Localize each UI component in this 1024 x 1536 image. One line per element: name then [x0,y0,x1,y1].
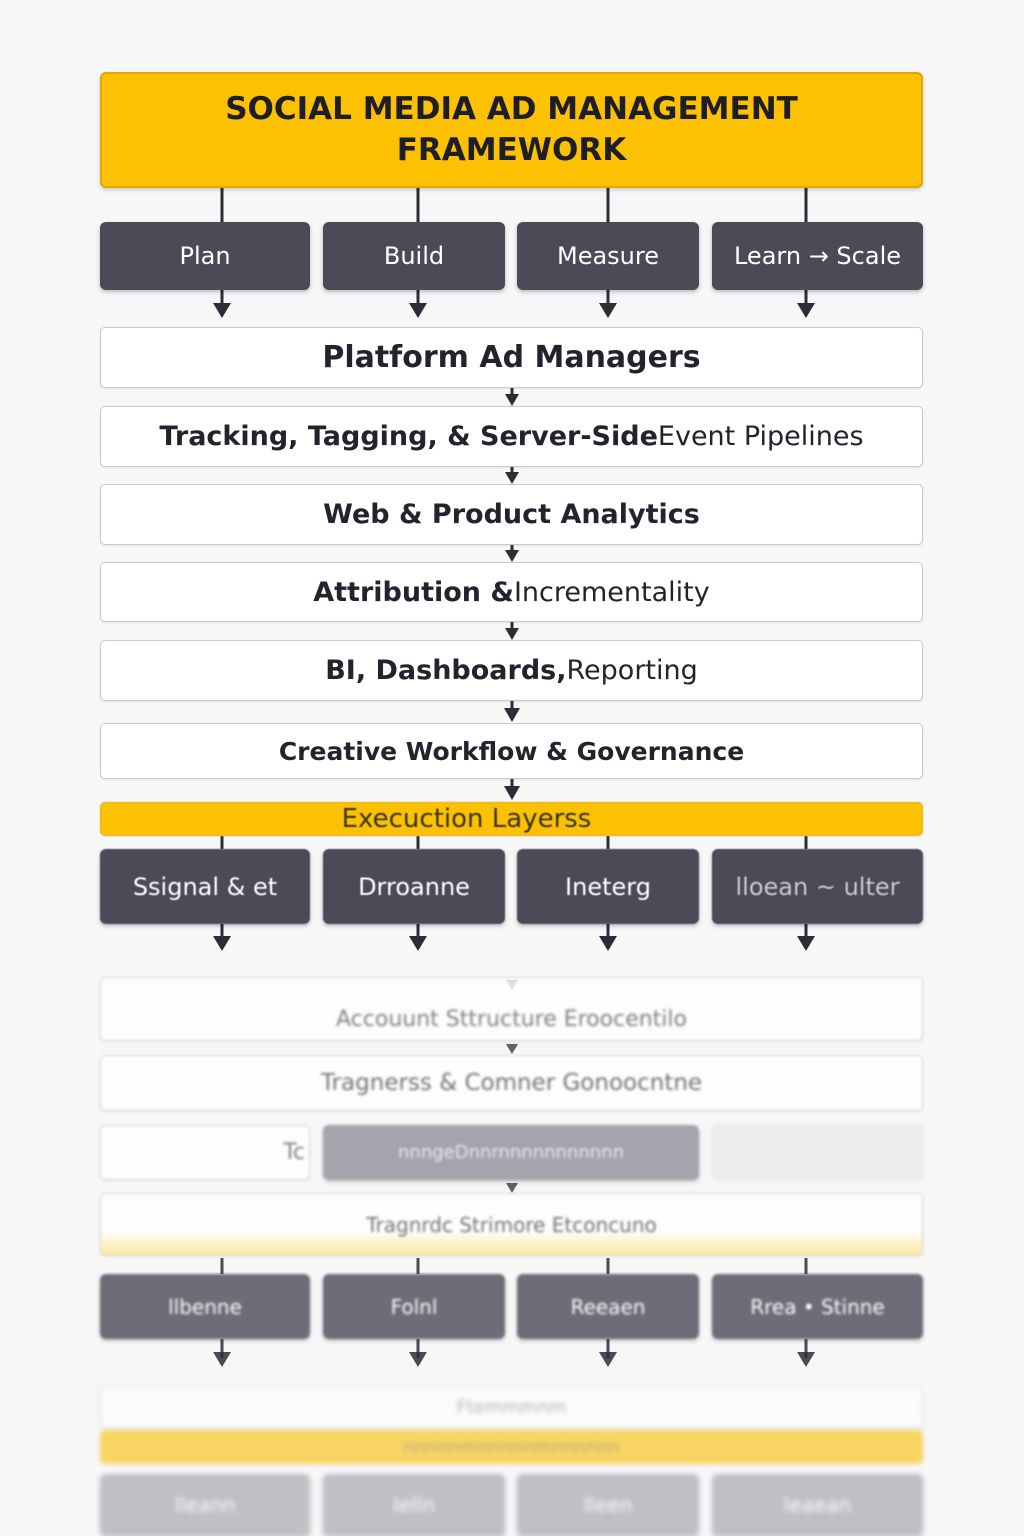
layer-2-bold: Tracking, Tagging, & Server-Side [159,421,658,452]
phase-plan: Plan [100,222,310,290]
layer-creative-workflow: Creative Workflow & Governance [100,723,923,779]
phase-signal: Ssignal & et [100,849,310,924]
faded-layer-2: Tragnerss & Comner Gonoocntne [100,1055,923,1111]
execution-layers-bar: Execuction Layerss [100,802,923,836]
phase-bottom-3: Ileen [517,1474,699,1536]
layer-web-product-analytics: Web & Product Analytics [100,484,923,545]
framework-title-box: SOCIAL MEDIA AD MANAGEMENT FRAMEWORK [100,72,923,188]
faded-layer-account-structure: Accouunt Sttructure Eroocentilo [100,977,923,1041]
faded-layer-3: Tragnrdc Strimore Etconcuno [100,1193,923,1256]
phase-bottom-2: Ielln [323,1474,505,1536]
faded-bottom-bar: nnnnnmnnnnnmnnnnnn [100,1430,923,1464]
layer-6-bold: Creative Workflow & Governance [278,736,745,766]
title-line-2: FRAMEWORK [396,132,627,168]
layer-3-bold: Web & Product Analytics [323,499,700,530]
phase-low-3: Reeaen [517,1274,699,1339]
layer-1-bold: Platform Ad Managers [322,340,701,375]
phase-build: Build [323,222,505,290]
phase-mid-3: Ineterg [517,849,699,924]
phase-mid-4: lloean ~ ulter [712,849,923,924]
layer-5-bold: BI, Dashboards, [325,655,567,686]
layer-platform-ad-managers: Platform Ad Managers [100,327,923,388]
faded-split-left: Tc [100,1125,310,1180]
faded-split-center: nnngeDnnrnnnnnnnnnnn [323,1125,699,1180]
phase-mid-2: Drroanne [323,849,505,924]
phase-low-1: llbenne [100,1274,310,1339]
layer-2-light: Event Pipelines [657,421,864,452]
layer-tracking-tagging: Tracking, Tagging, & Server-Side Event P… [100,406,923,467]
faded-bottom-layer: Ftemmmnm [100,1386,923,1428]
phase-measure: Measure [517,222,699,290]
layer-4-bold: Attribution & [313,576,514,608]
phase-bottom-4: Ieaean [712,1474,923,1536]
layer-attribution: Attribution & Incrementality [100,562,923,622]
layer-4-light: Incrementality [513,576,710,608]
phase-learn-scale: Learn → Scale [712,222,923,290]
faded-split-right [712,1125,923,1180]
title-line-1: SOCIAL MEDIA AD MANAGEMENT [225,91,798,127]
layer-5-light: Reporting [566,655,698,686]
phase-low-4: Rrea • Stinne [712,1274,923,1339]
execution-layers-label: Execuction Layerss [341,804,592,834]
phase-bottom-1: Ileann [100,1474,310,1536]
phase-low-2: Folnl [323,1274,505,1339]
layer-bi-dashboards: BI, Dashboards, Reporting [100,640,923,701]
